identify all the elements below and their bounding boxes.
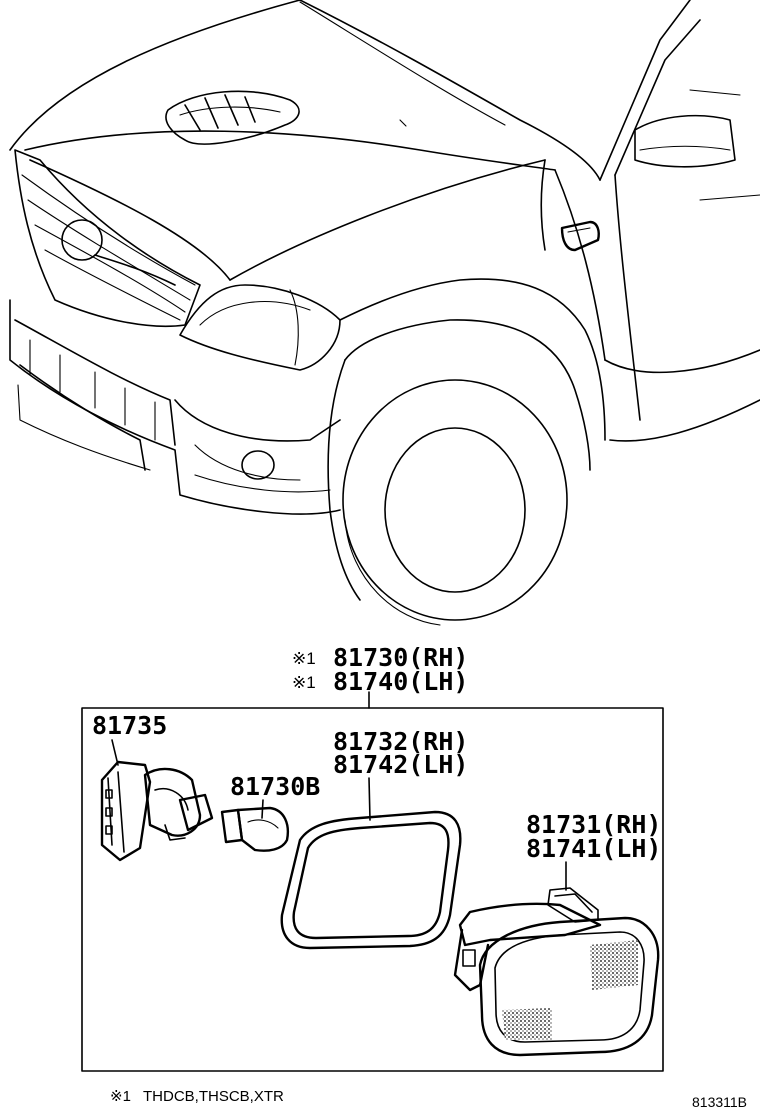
part-lens: 81731(RH) 81741(LH) bbox=[453, 810, 661, 1057]
assembly-rh-label: 81730(RH) bbox=[333, 643, 468, 672]
side-marker-on-vehicle bbox=[560, 220, 600, 252]
diagram-code: 813311B bbox=[692, 1094, 747, 1110]
footnote-text: THDCB,THSCB,XTR bbox=[143, 1088, 284, 1105]
gasket-lh-label: 81742(LH) bbox=[333, 750, 468, 779]
assembly-marker-lh: ※1 bbox=[292, 673, 316, 692]
socket-part-label: 81735 bbox=[92, 711, 167, 740]
hood-scoop bbox=[165, 90, 300, 145]
part-socket: 81735 bbox=[92, 711, 214, 862]
vehicle-illustration bbox=[9, 0, 760, 626]
lens-rh-label: 81731(RH) bbox=[526, 810, 661, 839]
assembly-callout: ※1 81730(RH) ※1 81740(LH) bbox=[292, 643, 468, 709]
assembly-box bbox=[81, 707, 664, 1072]
footnote: ※1 THDCB,THSCB,XTR bbox=[110, 1088, 284, 1105]
assembly-marker-rh: ※1 bbox=[292, 649, 316, 668]
front-wheel bbox=[342, 379, 568, 626]
fender bbox=[327, 159, 606, 601]
assembly-lh-label: 81740(LH) bbox=[333, 667, 468, 696]
footnote-marker: ※1 bbox=[110, 1088, 131, 1105]
gasket-rh-label: 81732(RH) bbox=[333, 727, 468, 756]
part-gasket: 81732(RH) 81742(LH) bbox=[280, 727, 468, 950]
front-bumper bbox=[9, 299, 341, 515]
door-and-mirror bbox=[599, 0, 760, 442]
bulb-part-label: 81730B bbox=[230, 772, 320, 801]
headlamp bbox=[179, 284, 341, 371]
grille bbox=[14, 149, 201, 328]
lens-lh-label: 81741(LH) bbox=[526, 834, 661, 863]
part-bulb: 81730B bbox=[220, 772, 320, 852]
